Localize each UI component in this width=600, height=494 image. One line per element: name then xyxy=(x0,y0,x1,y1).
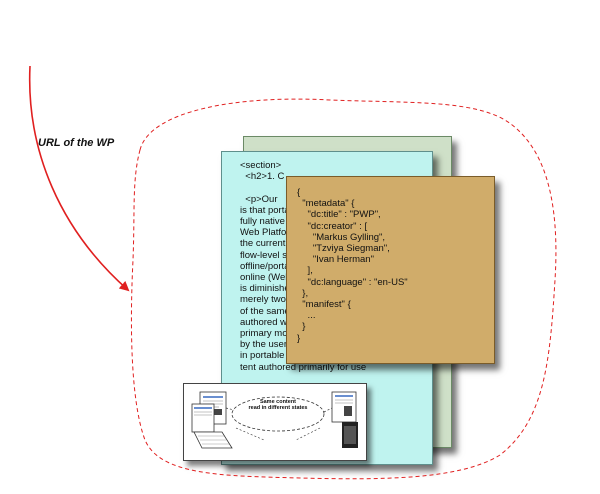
html-source-line: online (Web) xyxy=(240,272,294,284)
json-manifest-line: "Tzviya Siegman", xyxy=(297,243,390,255)
html-source-line: is diminished xyxy=(240,283,295,295)
arrow-label: URL of the WP xyxy=(38,137,115,149)
html-source-line: <p>Our xyxy=(240,193,278,205)
json-manifest-line: }, xyxy=(297,287,309,299)
html-source-line: of the same xyxy=(240,305,290,317)
thumbnail-illustration xyxy=(191,391,358,449)
html-source-line: <h2>1. C xyxy=(240,171,285,183)
json-manifest-line: "manifest" { xyxy=(297,299,351,311)
json-manifest-line: "dc:language" : "en-US" xyxy=(297,276,408,288)
html-source-line: primary mod xyxy=(240,328,293,340)
thumbnail-caption-subtitle: read in different states xyxy=(248,405,308,411)
json-manifest-card: { "metadata" { "dc:title" : "PWP", "dc:c… xyxy=(286,176,495,364)
html-source-line: Web Platform xyxy=(240,227,298,239)
html-source-line: is that portal xyxy=(240,204,292,216)
html-source-line: <section> xyxy=(240,160,282,171)
html-source-line: offline/porta xyxy=(240,260,290,272)
url-arrow xyxy=(28,65,130,292)
web-publication-boundary xyxy=(130,98,557,480)
html-source-line: tent authored primarily for use xyxy=(240,361,367,373)
json-manifest-line: "dc:title" : "PWP", xyxy=(297,209,381,221)
json-manifest-line: "metadata" { xyxy=(297,198,355,210)
json-manifest-line: "Markus Gylling", xyxy=(297,231,386,243)
json-manifest-line: ], xyxy=(297,265,313,277)
json-manifest-line: } xyxy=(297,332,301,344)
states-thumbnail: Same content read in different states xyxy=(183,383,367,461)
html-source-line: authored wit xyxy=(240,316,292,328)
json-manifest-line: } xyxy=(297,321,306,333)
json-manifest-line: "dc:creator" : [ xyxy=(297,220,368,232)
json-manifest-line: ... xyxy=(297,310,316,322)
json-manifest-line: { xyxy=(297,187,301,198)
json-manifest-line: "Ivan Herman" xyxy=(297,254,374,266)
thumbnail-caption-title: Same content read in different states xyxy=(248,399,308,411)
json-manifest-text: { "metadata" { "dc:title" : "PWP", "dc:c… xyxy=(297,187,408,344)
